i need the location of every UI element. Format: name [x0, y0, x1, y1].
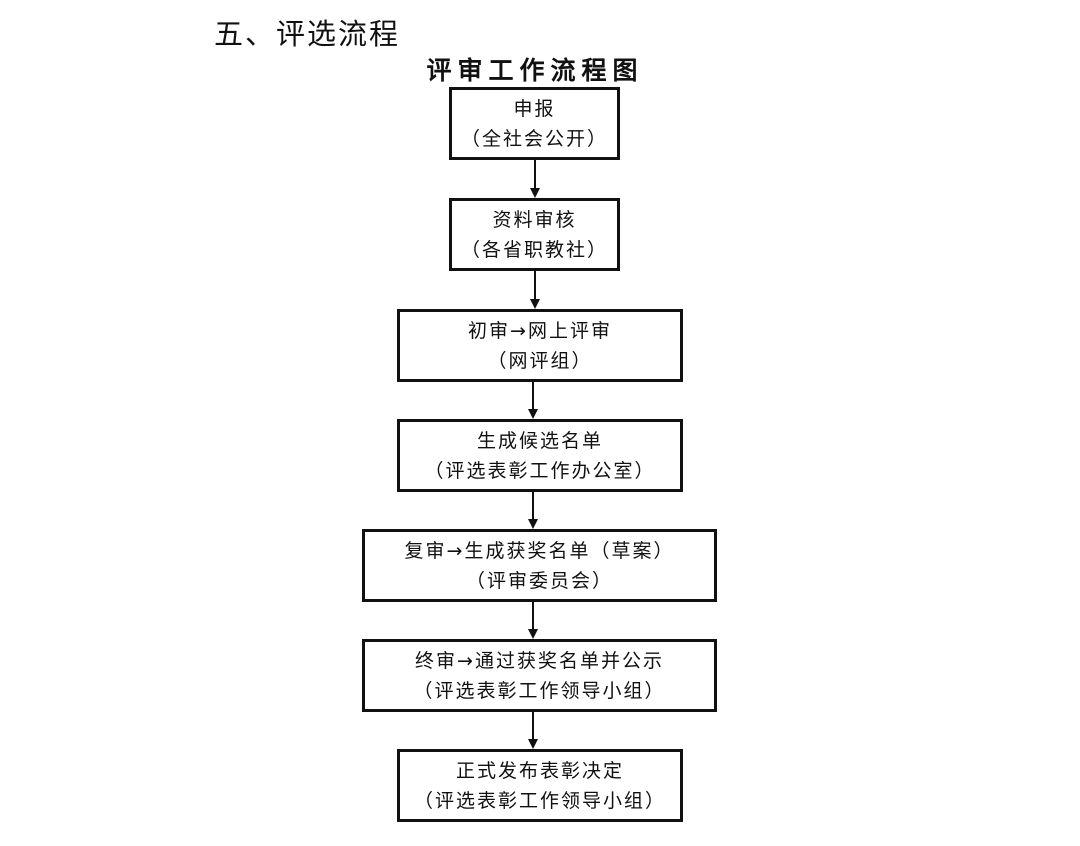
- step-responsible: （评选表彰工作领导小组）: [413, 679, 666, 702]
- step-label: 终审→通过获奖名单并公示: [415, 649, 664, 672]
- step-candidate-list: 生成候选名单 （评选表彰工作办公室）: [397, 419, 683, 492]
- step-label: 复审→生成获奖名单（草案）: [404, 539, 675, 562]
- step-label: 初审→网上评审: [468, 319, 612, 342]
- step-label: 申报: [513, 97, 556, 120]
- step-second-review: 复审→生成获奖名单（草案） （评审委员会）: [362, 529, 717, 602]
- flowchart-title: 评审工作流程图: [426, 56, 644, 85]
- step-official-announcement: 正式发布表彰决定 （评选表彰工作领导小组）: [397, 749, 683, 822]
- step-responsible: （全社会公开）: [460, 127, 608, 150]
- arrow-down-icon: [526, 602, 540, 639]
- step-responsible: （网评组）: [487, 349, 593, 372]
- step-label: 正式发布表彰决定: [455, 759, 624, 782]
- arrow-down-icon: [526, 492, 540, 529]
- step-responsible: （评选表彰工作领导小组）: [413, 789, 666, 812]
- arrow-down-icon: [526, 382, 540, 419]
- step-label: 资料审核: [492, 208, 577, 231]
- arrow-down-icon: [528, 271, 542, 309]
- section-heading: 五、评选流程: [214, 17, 401, 51]
- step-responsible: （评审委员会）: [465, 569, 613, 592]
- step-final-review: 终审→通过获奖名单并公示 （评选表彰工作领导小组）: [362, 639, 717, 712]
- step-responsible: （评选表彰工作办公室）: [424, 459, 656, 482]
- step-declaration: 申报 （全社会公开）: [449, 87, 620, 160]
- arrow-down-icon: [526, 712, 540, 749]
- step-responsible: （各省职教社）: [460, 238, 608, 261]
- step-preliminary-review: 初审→网上评审 （网评组）: [397, 309, 683, 382]
- arrow-down-icon: [528, 160, 542, 198]
- step-label: 生成候选名单: [476, 429, 603, 452]
- step-material-review: 资料审核 （各省职教社）: [449, 198, 620, 271]
